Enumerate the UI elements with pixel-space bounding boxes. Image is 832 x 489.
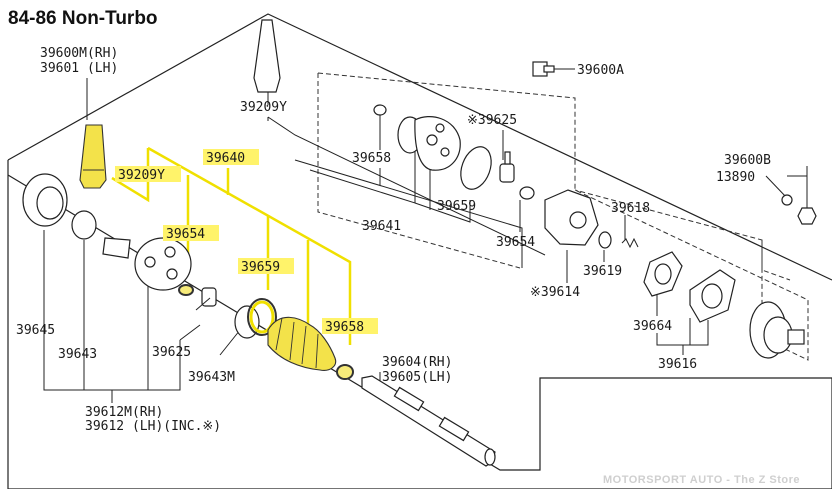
label-39640[interactable]: 39640	[206, 151, 245, 166]
label-39604-rh[interactable]: 39604(RH)	[382, 355, 452, 370]
label-39664[interactable]: 39664	[633, 319, 672, 334]
subassembly-box-b	[761, 240, 791, 281]
label-39209y-highlight[interactable]: 39209Y	[118, 168, 165, 183]
label-39658-highlight[interactable]: 39658	[325, 320, 364, 335]
label-39605-lh[interactable]: 39605(LH)	[382, 370, 452, 385]
label-39614-star[interactable]: ※39614	[530, 285, 580, 300]
panel-top-outline	[7, 13, 832, 281]
highlight-bg-39659	[238, 258, 294, 274]
label-39643[interactable]: 39643	[58, 347, 97, 362]
label-39619[interactable]: 39619	[583, 264, 622, 279]
page-title: 84-86 Non-Turbo	[8, 8, 158, 29]
label-39600b[interactable]: 39600B	[724, 153, 771, 168]
label-39643m[interactable]: 39643M	[188, 370, 235, 385]
highlight-bg-39640	[203, 149, 259, 165]
label-39645[interactable]: 39645	[16, 323, 55, 338]
subassembly-box-left	[317, 73, 521, 269]
label-39600a[interactable]: 39600A	[577, 63, 624, 78]
label-39612m-rh[interactable]: 39612M(RH)	[85, 405, 163, 420]
highlight-bg-39654	[163, 225, 219, 241]
upper-parts	[253, 19, 817, 359]
label-39618[interactable]: 39618	[611, 201, 650, 216]
label-39659[interactable]: 39659	[437, 199, 476, 214]
highlight-bg-39658	[322, 318, 378, 334]
label-39641[interactable]: 39641	[362, 219, 401, 234]
label-39209y-top[interactable]: 39209Y	[240, 100, 287, 115]
left-parts	[22, 124, 496, 467]
label-13890[interactable]: 13890	[716, 170, 755, 185]
label-39600m-rh[interactable]: 39600M(RH)	[40, 46, 118, 61]
highlight-bg-39209y	[115, 166, 181, 182]
footer-watermark: MOTORSPORT AUTO - The Z Store	[603, 474, 800, 486]
label-39612-lh[interactable]: 39612 (LH)(INC.※)	[85, 419, 221, 434]
label-39659-highlight[interactable]: 39659	[241, 260, 280, 275]
label-39654[interactable]: 39654	[496, 235, 535, 250]
label-39625[interactable]: 39625	[152, 345, 191, 360]
leader-lines	[43, 68, 808, 403]
panel-outline	[7, 160, 832, 489]
label-39658[interactable]: 39658	[352, 151, 391, 166]
label-39625-star[interactable]: ※39625	[467, 113, 517, 128]
label-39616[interactable]: 39616	[658, 357, 697, 372]
label-39654-highlight[interactable]: 39654	[166, 227, 205, 242]
label-39601-lh[interactable]: 39601 (LH)	[40, 61, 118, 76]
